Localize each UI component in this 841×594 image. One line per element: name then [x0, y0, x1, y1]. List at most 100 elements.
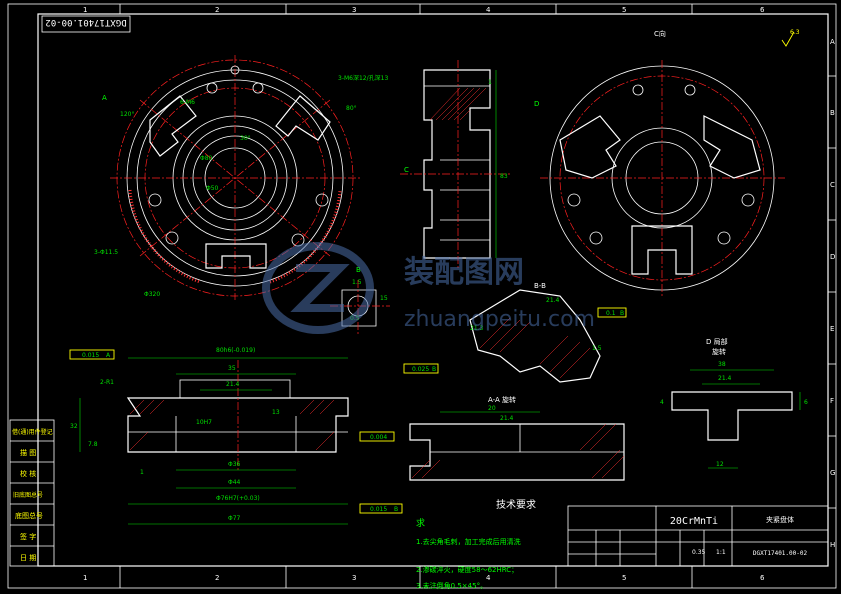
- col-label: 2: [215, 574, 219, 582]
- d-view-label: D 局部: [706, 337, 728, 346]
- dim-label: Φ77: [228, 515, 241, 522]
- drawing-frame: [7, 3, 837, 589]
- table-cell: 日 期: [20, 554, 36, 562]
- bb-hatching: [479, 317, 591, 379]
- col-label: 4: [486, 574, 491, 582]
- bb-section: [469, 289, 601, 383]
- dim-label: 32: [70, 423, 78, 430]
- drawing-number-rotated: DGXT17401.00-02: [45, 17, 126, 27]
- arrow-d-label: D: [534, 100, 539, 108]
- col-label: 1: [83, 574, 87, 582]
- watermark-en: zhuangpeitu.com: [404, 307, 595, 332]
- row-label: G: [830, 469, 835, 477]
- dim-label: 1: [488, 79, 492, 86]
- tol-bb-left-letter: B: [432, 366, 436, 373]
- dim-label: 30°: [240, 135, 251, 142]
- tech-item1b: 求: [416, 517, 425, 529]
- col-label: 3: [352, 574, 356, 582]
- tech-title: 技术要求: [496, 498, 536, 511]
- dim-label: 3-Φ11.5: [94, 249, 118, 256]
- part-number: DGXT17401.00-02: [753, 550, 808, 557]
- material: 20CrMnTi: [670, 516, 718, 527]
- left-signature-table: 借(通)用件登记 描 图 校 核 旧底图总号 底图总号 签 字 日 期: [9, 419, 55, 567]
- col-label: 5: [622, 574, 626, 582]
- tech-item2: 2.渗碳淬火，硬度58～62HRC；: [416, 565, 518, 574]
- table-cell: 借(通)用件登记: [12, 428, 53, 436]
- title-block: 20CrMnTi 夹紧盘体 DGXT17401.00-02 0.35 1:1: [567, 505, 829, 567]
- weight: 0.35: [692, 549, 706, 556]
- grid-column-labels: 1 2 3 4 5 6 1 2 3 4 5 6: [83, 6, 765, 582]
- dim-label: Φ36: [228, 461, 241, 468]
- row-label: E: [830, 325, 834, 333]
- col-label: 4: [486, 6, 491, 14]
- aa-section-view: [409, 411, 625, 481]
- aa-label: A-A 旋转: [488, 395, 516, 404]
- tech-requirements: 技术要求 求 1.去尖角毛刺，加工完成后用清洗 2.渗碳淬火，硬度58～62HR…: [416, 498, 536, 590]
- row-label: D: [830, 253, 835, 261]
- dim-label: 15: [380, 295, 388, 302]
- dim-label: 80h6(-0.019): [216, 347, 255, 354]
- arrow-a-label: A: [102, 94, 107, 102]
- dim-label: 4: [660, 399, 664, 406]
- tolerance-frames: 0.015 A 0.004 0.015 B 0.1 B 0.025 B: [69, 307, 627, 514]
- scale: 1:1: [716, 549, 726, 556]
- grid-row-labels: A B C D E F G H: [830, 38, 835, 549]
- dim-label: 3-M6深12/孔深13: [338, 74, 388, 82]
- tech-item3: 3.未注倒角0.5×45°。: [416, 581, 487, 590]
- row-label: B: [830, 109, 835, 117]
- col-label: 3: [352, 6, 356, 14]
- dim-label: 6-M6: [180, 99, 195, 106]
- dim-label: 83: [500, 173, 508, 180]
- dim-label: 6: [804, 399, 808, 406]
- dim-label: Φ44: [228, 479, 241, 486]
- row-label: H: [830, 541, 835, 549]
- dimension-labels: 120° 6-M6 3-M6深12/孔深13 3-Φ11.5 Φ320 Φ80 …: [70, 74, 808, 522]
- col-label: 5: [622, 6, 626, 14]
- dim-label: 10H7: [196, 419, 212, 426]
- row-label: C: [830, 181, 835, 189]
- rotated-drawing-number: DGXT17401.00-02: [41, 15, 131, 33]
- front-hatching: [129, 399, 335, 451]
- dim-label: 21.4: [500, 415, 514, 422]
- c-view: [540, 60, 785, 296]
- dim-label: Φ76H7(+0.03): [216, 495, 260, 502]
- dim-label: 1.5: [592, 345, 602, 352]
- dim-label: Φ320: [144, 291, 160, 298]
- dim-label: 21.3: [470, 325, 484, 332]
- dim-label: 7.8: [88, 441, 98, 448]
- arrow-b-label: B: [356, 266, 361, 274]
- roughness-value: 6.3: [790, 29, 800, 36]
- tol-flat-letter: A: [106, 352, 111, 359]
- dim-label: 120°: [120, 111, 134, 118]
- tol-flat-top: 0.015: [82, 352, 99, 359]
- dim-label: 2-R1: [100, 379, 114, 386]
- col-label: 1: [83, 6, 87, 14]
- side-section-view: [400, 60, 510, 268]
- dim-label: 13: [272, 409, 280, 416]
- watermark: 装配图网 zhuangpeitu.com: [262, 242, 595, 334]
- tol-bb-right: 0.1: [606, 310, 616, 317]
- aa-hatching: [411, 423, 625, 479]
- table-cell: 底图总号: [15, 511, 43, 520]
- dim-label: 35: [228, 365, 236, 372]
- bb-label: B-B: [534, 282, 546, 290]
- row-label: A: [830, 38, 835, 46]
- top-view-main: [110, 55, 360, 300]
- arrow-c-label: C: [404, 166, 409, 174]
- dim-label: 20: [488, 405, 496, 412]
- table-cell: 签 字: [20, 532, 36, 541]
- part-name: 夹紧盘体: [766, 515, 794, 524]
- col-label: 2: [215, 6, 219, 14]
- dim-label: 21.4: [546, 297, 560, 304]
- table-cell: 旧底图总号: [13, 491, 43, 499]
- tol-bb-left: 0.025: [412, 366, 429, 373]
- dim-label: Φ50: [206, 185, 219, 192]
- view-labels: C向 D 局部 旋转 B-B A-A 旋转 A B C D: [102, 29, 728, 404]
- dim-label: 21.4: [226, 381, 240, 388]
- table-cell: 校 核: [20, 469, 36, 478]
- tol-runout: 0.004: [370, 434, 387, 441]
- d-partial-view: [671, 369, 801, 469]
- row-label: F: [830, 397, 834, 405]
- col-label: 6: [760, 574, 765, 582]
- dim-label: Φ80: [200, 155, 213, 162]
